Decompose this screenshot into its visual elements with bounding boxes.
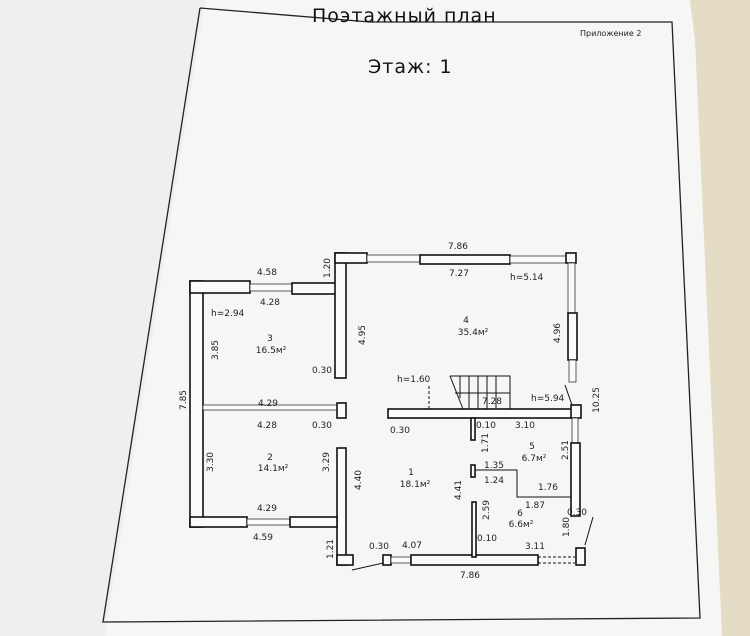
- dimension-label: 4.58: [257, 268, 277, 278]
- height-label: h=2.94: [211, 309, 245, 319]
- dimension-label: 1.87: [525, 501, 545, 511]
- dimension-label: 1.71: [481, 433, 491, 453]
- room-2-number: 2: [267, 453, 273, 463]
- dimension-label: 3.11: [525, 542, 545, 552]
- dimension-label: 1.35: [484, 461, 504, 471]
- dimension-label: 4.95: [358, 325, 368, 345]
- dimension-label: 0.30: [369, 542, 389, 552]
- back-sheet: [0, 0, 205, 636]
- dimension-label: 4.07: [402, 541, 422, 551]
- dimension-label: 0.30: [390, 426, 410, 436]
- dimension-label: 1.20: [323, 258, 333, 278]
- dimension-label: 1.24: [484, 476, 504, 486]
- dimension-label: 4.29: [258, 399, 278, 409]
- dimension-label: 0.10: [477, 534, 497, 544]
- room-1-area: 18.1м²: [400, 480, 431, 490]
- dimension-label: 2.51: [561, 440, 571, 460]
- dimension-label: 7.28: [482, 397, 502, 407]
- page-frame: [102, 7, 701, 623]
- dimension-label: 4.28: [257, 421, 277, 431]
- room-1-number: 1: [408, 468, 414, 478]
- dimension-label: 1.80: [562, 517, 572, 537]
- height-label: h=5.14: [510, 273, 544, 283]
- room-6-area: 6.6м²: [509, 520, 534, 530]
- room-4-area: 35.4м²: [458, 328, 489, 338]
- dimension-label: 3.10: [515, 421, 535, 431]
- dimension-label: 3.30: [206, 452, 216, 472]
- height-label: h=1.60: [397, 375, 431, 385]
- dimension-label: 4.28: [260, 298, 280, 308]
- dimension-label: 3.29: [322, 452, 332, 472]
- room-5-area: 6.7м²: [522, 454, 547, 464]
- dimension-label: 4.59: [253, 533, 273, 543]
- dimension-label: 7.86: [460, 571, 480, 581]
- dimension-label: 0.30: [312, 366, 332, 376]
- dimension-label: 7.86: [448, 242, 468, 252]
- dimension-label: 0.30: [312, 421, 332, 431]
- dimension-label: 1.76: [538, 483, 558, 493]
- room-3-area: 16.5м²: [256, 346, 287, 356]
- room-6-number: 6: [517, 509, 523, 519]
- appendix-label: Приложение 2: [580, 29, 641, 38]
- dimension-label: 10.25: [592, 387, 602, 413]
- room-5-number: 5: [529, 442, 535, 452]
- room-3-number: 3: [267, 334, 273, 344]
- dimension-label: 0.30: [567, 508, 587, 518]
- dimension-label: 7.27: [449, 269, 469, 279]
- floor-label: Этаж: 1: [368, 56, 453, 78]
- room-2-area: 14.1м²: [258, 464, 289, 474]
- dimension-label: 0.10: [476, 421, 496, 431]
- walls: [189, 252, 594, 571]
- dimension-label: 3.85: [211, 340, 221, 360]
- height-label: h=5.94: [531, 394, 565, 404]
- dimension-label: 2.59: [482, 500, 492, 520]
- dimension-label: 4.29: [257, 504, 277, 514]
- page-sheet: [105, 0, 722, 636]
- dimension-label: 4.96: [553, 323, 563, 343]
- dimension-label: 4.41: [454, 480, 464, 500]
- dimension-label: 1.21: [326, 539, 336, 559]
- dimension-label: 4.40: [354, 470, 364, 490]
- room-4-number: 4: [463, 316, 469, 326]
- dimension-label: 7.85: [179, 390, 189, 410]
- document-title: Поэтажный план: [312, 5, 497, 27]
